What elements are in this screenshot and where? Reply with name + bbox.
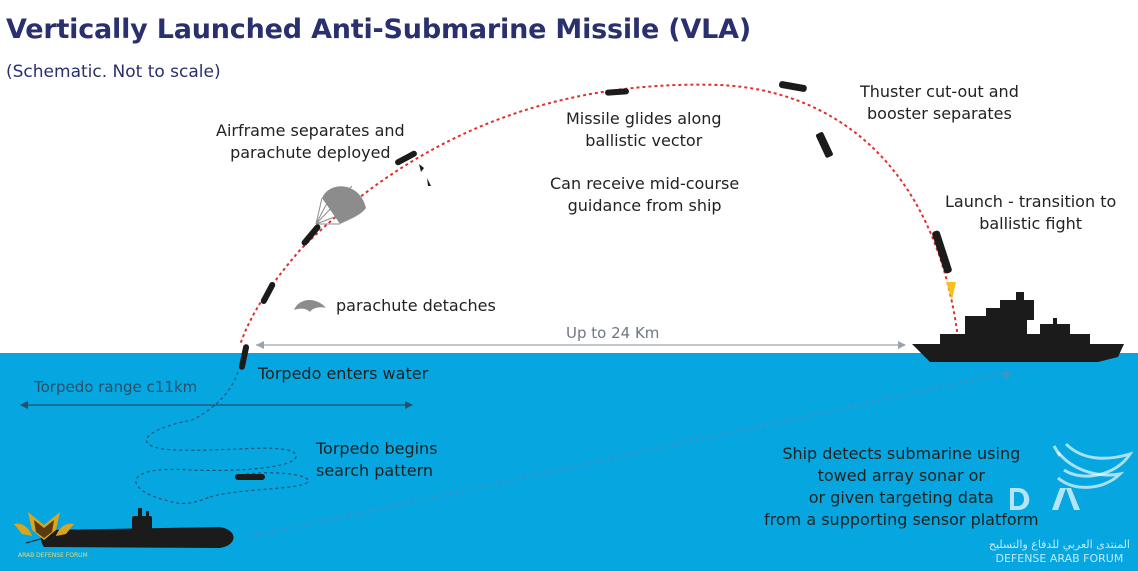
watermark-defense-arab-forum: المنتدى العربي للدفاع والتسليح DEFENSE A… — [988, 538, 1130, 565]
search-pattern — [135, 371, 309, 504]
arab-defense-forum-emblem — [14, 512, 74, 540]
parachute-detached-icon — [294, 300, 326, 312]
sonar-detection-line — [249, 370, 1011, 539]
missile-trajectory — [239, 83, 959, 346]
torpedo-descent-icon-1 — [301, 224, 321, 246]
diagram-subtitle: (Schematic. Not to scale) — [6, 62, 221, 82]
submarine-icon — [41, 508, 234, 548]
da-letters-icon — [1010, 488, 1080, 510]
missile-launch-icon — [932, 230, 952, 274]
ship-icon — [912, 292, 1124, 362]
sonar-arrowhead-icon — [1002, 372, 1012, 380]
diagram-title: Vertically Launched Anti-Submarine Missi… — [6, 14, 751, 45]
label-mid-course-guidance: Can receive mid-course guidance from shi… — [550, 174, 740, 215]
torpedo-entry-icon — [238, 344, 250, 370]
airframe-fragments-icon — [419, 164, 431, 186]
label-missile-glides: Missile glides along ballistic vector — [566, 109, 722, 150]
torpedo-descent-icon-2 — [260, 282, 276, 304]
label-launch-transition: Launch - transition to ballistic fight — [945, 192, 1117, 233]
booster-separated-icon — [815, 132, 833, 158]
missile-glide-icon — [605, 88, 629, 96]
watermark-arab-defense-forum: ARAB DEFENSE FORUM — [18, 552, 88, 559]
parachute-icon — [322, 186, 366, 224]
defense-arab-forum-emblem — [1052, 442, 1134, 489]
sky-background — [0, 0, 1138, 353]
launch-flame-icon — [946, 282, 956, 300]
label-thruster-cutout: Thuster cut-out and booster separates — [860, 82, 1019, 123]
parachute-lines — [315, 185, 365, 225]
label-parachute-detaches: parachute detaches — [336, 296, 496, 315]
torpedo-search-icon — [235, 474, 265, 480]
label-missile-range: Up to 24 Km — [566, 324, 660, 342]
missile-cutout-icon — [778, 81, 807, 92]
label-torpedo-enters-water: Torpedo enters water — [258, 364, 429, 383]
torpedo-range-arrow — [20, 401, 413, 409]
label-airframe-separates: Airframe separates and parachute deploye… — [216, 121, 405, 162]
label-ship-detects-submarine: Ship detects submarine using towed array… — [764, 444, 1039, 529]
label-torpedo-search: Torpedo begins search pattern — [316, 439, 438, 480]
label-torpedo-range: Torpedo range c11km — [34, 378, 198, 396]
missile-range-arrow — [256, 341, 906, 349]
airframe-icon — [395, 150, 417, 166]
